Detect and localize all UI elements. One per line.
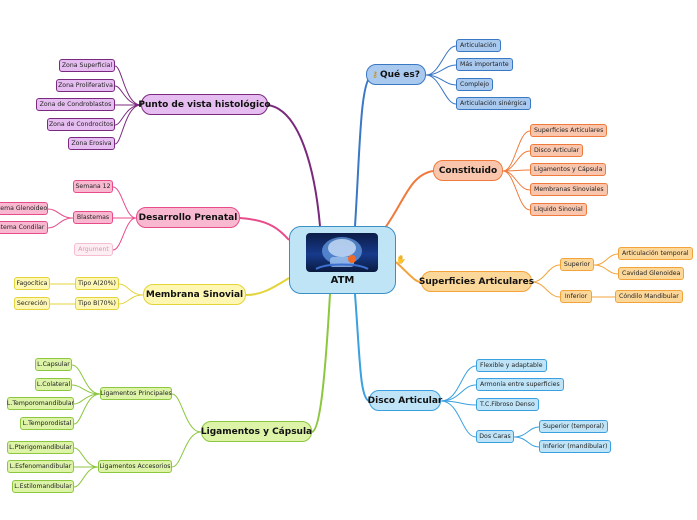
branch-superficies [395, 261, 422, 283]
ligamento-principal[interactable]: L.Colateral [35, 378, 72, 391]
superficies-superior[interactable]: Superior [560, 258, 594, 271]
ligamento-principal[interactable]: L.Temporodistal [20, 417, 74, 430]
ligamento-principal[interactable]: L.Temporomandibular [7, 397, 74, 410]
ligamentos-principales[interactable]: Ligamentos Principales [100, 387, 172, 400]
blastema-item[interactable]: Blastema Condilar [0, 221, 48, 234]
que-es-item[interactable]: Complejo [456, 78, 494, 91]
histologico-item[interactable]: Zona Superficial [59, 59, 115, 72]
topic-disco-articular[interactable]: Disco Articular [368, 390, 442, 411]
superficies-inferior[interactable]: Inferior [560, 290, 592, 303]
topic-constituido[interactable]: Constituido [433, 160, 503, 181]
disco-dos-caras[interactable]: Dos Caras [476, 430, 514, 443]
branch-desarrollo [239, 217, 290, 241]
blastema-item[interactable]: Blastema Glenoideo [0, 202, 48, 215]
ligamentos-accesorios[interactable]: Ligamentos Accesorios [98, 460, 172, 473]
topic-que-es[interactable]: ⚷ Qué es? [366, 64, 426, 85]
topic-superficies-articulares[interactable]: Superficies Articulares [419, 271, 534, 292]
branch-que-es [354, 74, 373, 227]
constituido-item[interactable]: Superficies Articulares [530, 124, 608, 137]
que-es-item[interactable]: Articulación [456, 39, 501, 52]
central-topic-atm[interactable]: ATM [289, 226, 396, 294]
disco-item[interactable]: T.C.Fibroso Denso [476, 398, 539, 411]
branch-membrana [245, 277, 290, 296]
disco-item[interactable]: Armonía entre superficies [476, 378, 564, 391]
skull-xray-image [306, 233, 378, 272]
histologico-item[interactable]: Zona Erosiva [68, 137, 115, 150]
membrana-tipo-b[interactable]: Tipo B(70%) [75, 297, 119, 310]
superficies-superior-child[interactable]: Articulación temporal [618, 247, 693, 260]
membrana-tipo-a-child[interactable]: Fagocítica [14, 277, 50, 290]
histologico-item[interactable]: Zona de Condrocitos [47, 118, 115, 131]
branch-constituido [384, 170, 434, 229]
que-es-item[interactable]: Más importante [456, 58, 513, 71]
branch-disco [354, 293, 370, 402]
ligamento-accesorio[interactable]: L.Pterigomandibular [7, 441, 74, 454]
desarrollo-argument[interactable]: Argument [74, 243, 113, 256]
topic-desarrollo-prenatal[interactable]: Desarrollo Prenatal [136, 207, 240, 228]
ligamento-accesorio[interactable]: L.Esfenomandibular [7, 460, 74, 473]
constituido-item[interactable]: Membranas Sinoviales [530, 183, 608, 196]
topic-ligamentos-capsula[interactable]: Ligamentos y Cápsula [201, 421, 312, 442]
topic-punto-vista-histologico[interactable]: Punto de vista histológico [138, 94, 271, 115]
histologico-item[interactable]: Zona Proliferativa [56, 79, 115, 92]
central-title: ATM [330, 275, 355, 286]
desarrollo-blastemas[interactable]: Blastemas [73, 211, 113, 224]
constituido-item[interactable]: Líquido Sinovial [530, 203, 587, 216]
constituido-item[interactable]: Disco Articular [530, 144, 584, 157]
constituido-item[interactable]: Ligamentos y Cápsula [530, 163, 607, 176]
topic-membrana-sinovial[interactable]: Membrana Sinovial [143, 284, 246, 305]
branch-ligamentos [311, 293, 331, 433]
disco-cara[interactable]: Inferior (mandibular) [539, 440, 612, 453]
disco-cara[interactable]: Superior (temporal) [539, 420, 608, 433]
que-es-item[interactable]: Articulación sinérgica [456, 97, 531, 110]
key-icon: ⚷ [372, 70, 378, 79]
disco-item[interactable]: Flexible y adaptable [476, 359, 547, 372]
superficies-superior-child[interactable]: Cavidad Glenoidea [618, 267, 685, 280]
desarrollo-semana[interactable]: Semana 12 [73, 180, 113, 193]
ligamento-principal[interactable]: L.Capsular [35, 358, 72, 371]
membrana-tipo-a[interactable]: Tipo A(20%) [75, 277, 119, 290]
histologico-item[interactable]: Zona de Condroblastos [36, 98, 115, 111]
branch-histologico [267, 104, 321, 227]
membrana-tipo-b-child[interactable]: Secreción [14, 297, 50, 310]
hand-cursor-icon: ✋ [396, 254, 406, 264]
superficies-inferior-child[interactable]: Cóndilo Mandibular [615, 290, 683, 303]
ligamento-accesorio[interactable]: L.Estilomandibular [12, 480, 74, 493]
